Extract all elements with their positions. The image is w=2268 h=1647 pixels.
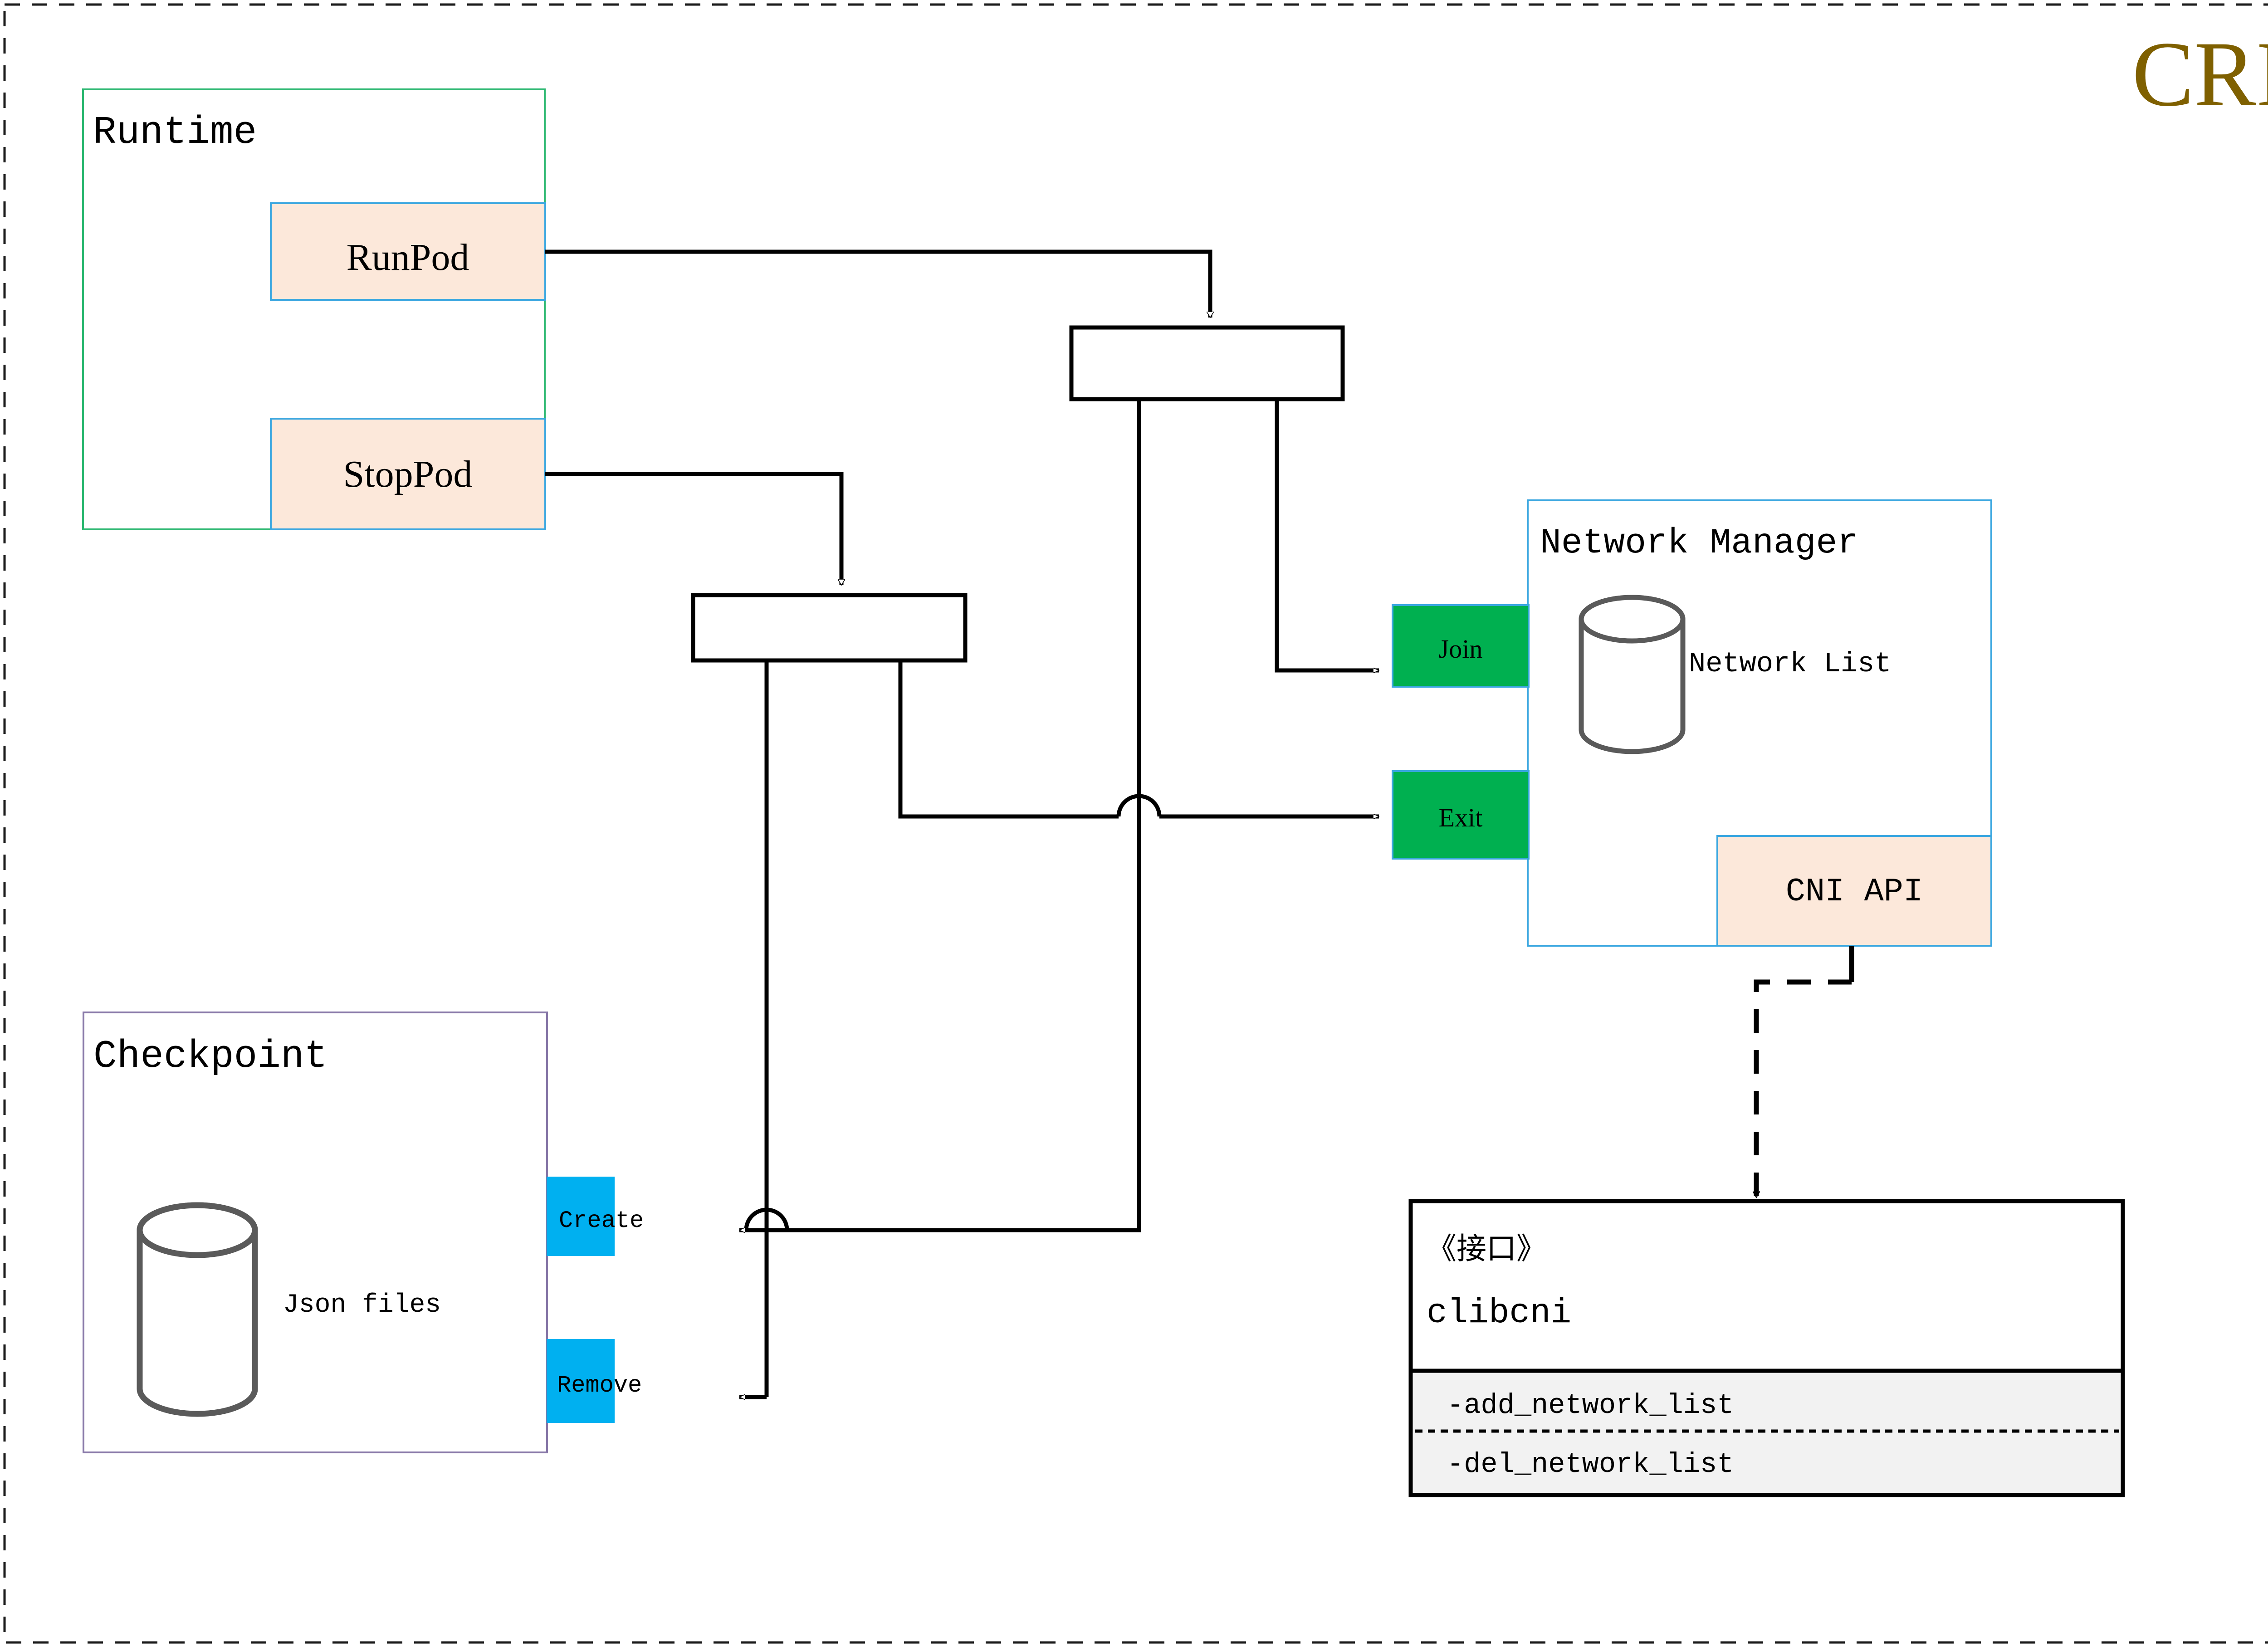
port-create-label: Create [559,1207,644,1234]
edge-runpod-to-fork [545,249,1210,318]
port-remove-box[interactable] [547,1339,615,1423]
edge-exit-hop-arc [1116,794,1162,817]
fork-bar-stoppod[interactable] [691,593,968,663]
clibcni-method-add: -add_network_list [1447,1389,1734,1422]
page-title: CRI [2132,23,2268,126]
edge-fork-to-exit [898,660,1119,819]
port-create-box[interactable] [547,1177,615,1256]
port-join-label: Join [1439,634,1483,664]
port-exit-label: Exit [1439,803,1483,832]
runtime-group-label: Runtime [93,110,257,155]
clibcni-stereotype: 《接口》 [1427,1233,1546,1268]
stoppod-box[interactable] [270,418,546,530]
checkpoint-group-label: Checkpoint [93,1034,327,1079]
edge-stoppod-to-fork [545,472,841,585]
stoppod-label: StopPod [343,453,473,495]
runpod-label: RunPod [347,236,469,279]
clibcni-method-del: -del_network_list [1447,1448,1734,1481]
json-files-label: Json files [283,1290,441,1320]
runpod-box[interactable] [270,202,546,301]
cni-api-box[interactable] [1716,835,1992,947]
json-files-cylinder-icon [137,1202,258,1417]
edge-create-hop-arc [744,1207,789,1231]
network-manager-label: Network Manager [1540,523,1858,563]
fork-bar-runpod[interactable] [1069,325,1345,401]
port-remove-label: Remove [557,1372,642,1399]
port-join-box[interactable] [1392,604,1530,688]
port-exit-box[interactable] [1392,770,1530,860]
edge-fork-to-create [739,399,1141,1232]
network-list-label: Network List [1689,648,1891,680]
clibcni-name: clibcni [1427,1294,1571,1333]
cni-api-label: CNI API [1786,873,1923,910]
connector-edges [545,249,1379,1397]
edge-cni-api-to-clibcni [1756,979,1852,1197]
database-cylinder-icon [1579,595,1686,754]
edge-fork-to-join [1275,399,1379,670]
